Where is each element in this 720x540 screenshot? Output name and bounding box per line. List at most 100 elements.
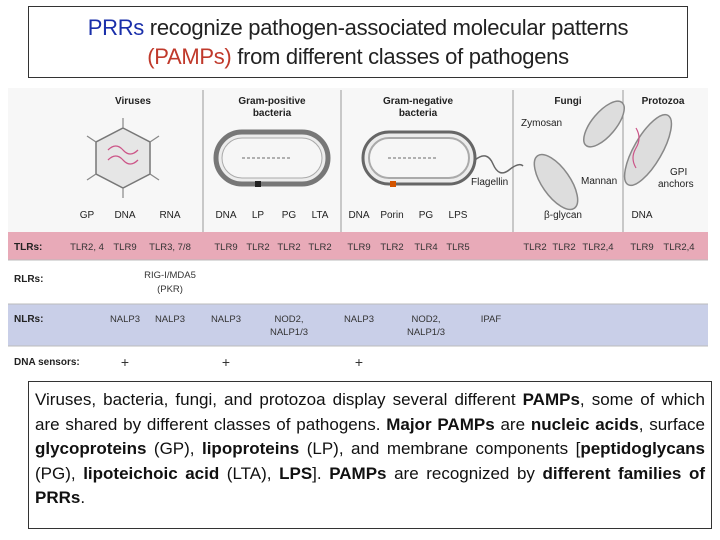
gram-negative-porin-marker <box>390 181 396 187</box>
label-zymosan: Zymosan <box>521 118 562 129</box>
header-protozoa: Protozoa <box>642 96 685 107</box>
label-flagellin: Flagellin <box>471 177 508 188</box>
dna-sensor-3: + <box>355 354 363 370</box>
caption-bold-7: lipoteichoic acid <box>83 463 220 483</box>
row-label-rlrs: RLRs: <box>14 274 43 285</box>
dna-sensors-row <box>8 346 708 376</box>
pamp-lta: LTA <box>312 210 329 221</box>
dna-sensor-2: + <box>222 354 230 370</box>
tlr-1: TLR2, 4 <box>70 242 104 253</box>
rlr-row <box>8 260 708 304</box>
pamp-gp-dna: DNA <box>215 210 236 221</box>
title-text-2: from different classes of pathogens <box>231 44 569 69</box>
title-box: PRRs recognize pathogen-associated molec… <box>28 6 688 78</box>
caption-bold-4: glycoproteins <box>35 439 147 458</box>
header-fungi: Fungi <box>554 96 581 107</box>
fungal-cell-2 <box>533 153 579 211</box>
tlr-9: TLR2 <box>380 242 403 253</box>
tlr-7: TLR2 <box>308 242 331 253</box>
caption-box: Viruses, bacteria, fungi, and protozoa d… <box>28 381 712 529</box>
row-label-nlrs: NLRs: <box>14 314 43 325</box>
nlr-4: NOD2, <box>274 314 303 325</box>
header-gram-negative-2: bacteria <box>399 108 438 119</box>
tlr-15: TLR9 <box>630 242 653 253</box>
pamp-gp: GP <box>80 210 95 221</box>
tlr-3: TLR3, 7/8 <box>149 242 191 253</box>
nlr-5: NALP1/3 <box>270 327 308 338</box>
tlr-16: TLR2,4 <box>663 242 694 253</box>
row-label-tlrs: TLRs: <box>14 242 42 253</box>
nlr-7: NOD2, <box>411 314 440 325</box>
dna-sensor-1: + <box>121 354 129 370</box>
caption-bold-2: Major PAMPs <box>386 414 495 434</box>
tlr-10: TLR4 <box>414 242 437 253</box>
nlr-1: NALP3 <box>110 314 140 325</box>
caption-text-2: , some of which are shared by different … <box>35 390 705 434</box>
caption-bold-10: different families of PRRs <box>35 463 705 508</box>
caption-text-8: (LTA), <box>219 463 280 483</box>
protozoa-illustration <box>623 113 673 187</box>
fungal-cell-1 <box>583 100 625 148</box>
header-gram-positive-2: bacteria <box>253 108 292 119</box>
tlr-6: TLR2 <box>277 242 300 253</box>
title-pamps: (PAMPs) <box>147 44 232 69</box>
caption-bold-1: PAMPs <box>522 390 580 409</box>
pamp-porin: Porin <box>380 210 403 221</box>
nlr-row <box>8 304 708 346</box>
pamp-gp-pg: PG <box>282 210 297 221</box>
gram-negative-illustration <box>361 130 524 187</box>
tlr-8: TLR9 <box>347 242 370 253</box>
title-text-1: recognize pathogen-associated molecular … <box>143 15 629 40</box>
row-label-dna-sensors: DNA sensors: <box>14 357 80 368</box>
header-gram-positive: Gram-positive <box>238 96 306 107</box>
caption-text-5: (GP), <box>146 439 202 458</box>
nlr-values: NALP3 NALP3 NALP3 NOD2, NALP1/3 NALP3 NO… <box>110 314 501 338</box>
tlr-12: TLR2 <box>523 242 546 253</box>
nlr-9: IPAF <box>481 314 502 325</box>
pamp-virus-dna: DNA <box>114 210 135 221</box>
nlr-3: NALP3 <box>211 314 241 325</box>
gram-positive-lp-marker <box>255 181 261 187</box>
caption-text-9: ]. <box>312 463 330 483</box>
caption-text-6: (LP), and membrane components [ <box>299 439 581 458</box>
flagellum <box>474 155 524 174</box>
caption-bold-8: LPS <box>279 463 313 483</box>
tlr-row <box>8 232 708 260</box>
rlr-value-1: RIG-I/MDA5 <box>144 270 196 281</box>
pamp-lp: LP <box>252 210 265 221</box>
dna-sensor-values: + + + <box>121 354 363 370</box>
rlr-value-2: (PKR) <box>157 284 183 295</box>
tlr-11: TLR5 <box>446 242 469 253</box>
gram-positive-illustration <box>213 129 331 187</box>
caption-bold-5: lipoproteins <box>201 439 300 458</box>
pamp-gn-dna: DNA <box>348 210 369 221</box>
caption-bold-9: PAMPs <box>329 463 387 483</box>
header-gram-negative: Gram-negative <box>383 96 453 107</box>
caption-bold-6: peptidoglycans <box>580 439 705 458</box>
pamp-gn-pg: PG <box>419 210 434 221</box>
caption-text-1: Viruses, bacteria, fungi, and protozoa d… <box>35 390 523 409</box>
tlr-2: TLR9 <box>113 242 136 253</box>
label-gpi: GPI <box>670 167 687 178</box>
label-mannan: Mannan <box>581 176 617 187</box>
caption-text-4: , surface <box>638 414 705 434</box>
tlr-5: TLR2 <box>246 242 269 253</box>
pamp-protozoa-dna: DNA <box>631 210 652 221</box>
caption-text-10: are recognized by <box>386 463 543 483</box>
title-prrs: PRRs <box>87 15 145 40</box>
tlr-4: TLR9 <box>214 242 237 253</box>
caption-text-3: are <box>494 414 531 434</box>
nlr-8: NALP1/3 <box>407 327 445 338</box>
label-anchors: anchors <box>658 179 694 190</box>
virus-capsid <box>95 127 151 189</box>
pamp-labels: GP DNA RNA DNA LP PG LTA DNA Porin PG LP… <box>80 210 653 221</box>
fungi-illustration <box>533 100 625 211</box>
pamp-beta-glycan: β-glycan <box>544 210 582 221</box>
caption-bold-3: nucleic acids <box>530 414 639 434</box>
tlr-14: TLR2,4 <box>582 242 613 253</box>
virus-genome <box>107 145 139 165</box>
header-viruses: Viruses <box>115 96 151 107</box>
pamp-virus-rna: RNA <box>159 210 180 221</box>
caption-text-7: (PG), <box>35 463 84 483</box>
nlr-2: NALP3 <box>155 314 185 325</box>
